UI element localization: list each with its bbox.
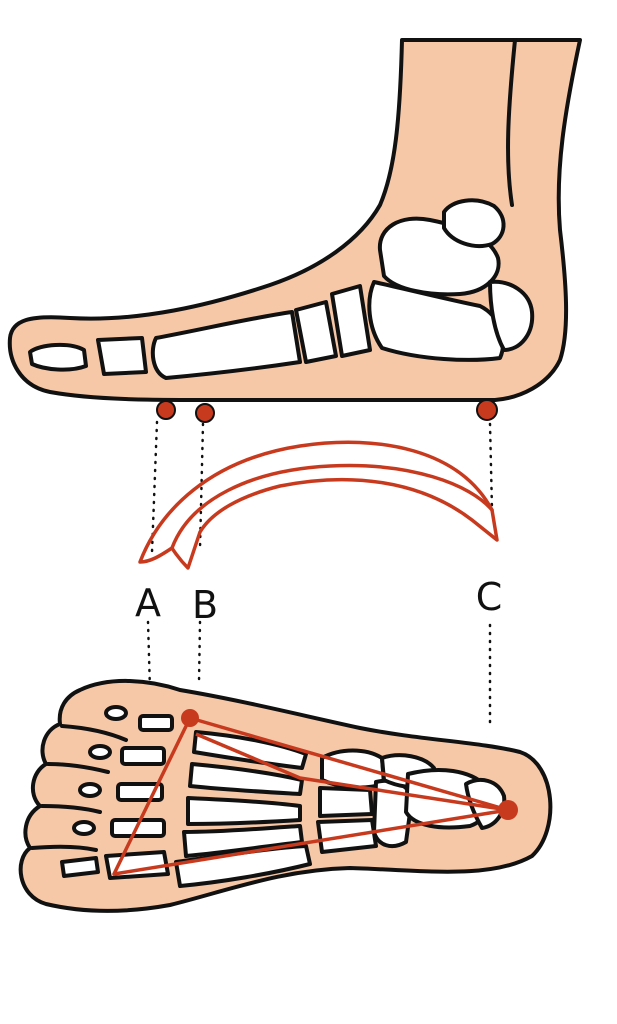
toe-tip-3 — [80, 784, 100, 796]
side-view-foot — [10, 40, 580, 422]
toe-tip-2 — [90, 746, 110, 758]
side-toe-bone-1 — [30, 345, 86, 370]
side-point-a — [157, 401, 175, 419]
phalanx-2 — [122, 748, 164, 764]
label-point-a: A — [135, 581, 161, 625]
side-point-b — [196, 404, 214, 422]
arch-arrow-inner-line — [172, 466, 492, 548]
point-labels: A B C — [135, 575, 502, 627]
label-point-b: B — [192, 583, 218, 627]
side-ankle-bone — [444, 200, 504, 246]
arch-arrow-shape — [140, 442, 497, 568]
connector-b-bottom — [199, 622, 200, 682]
phalanx-1 — [140, 716, 172, 730]
sole-point-c — [498, 800, 518, 820]
toe-tip-1 — [106, 707, 126, 719]
plantar-view-foot — [21, 681, 551, 911]
side-point-c — [477, 400, 497, 420]
side-toe-bone-2 — [98, 338, 146, 374]
toe-tip-5 — [62, 858, 98, 876]
arch-arrow — [140, 442, 497, 568]
label-point-c: C — [476, 575, 503, 619]
tarsal-bone-2 — [320, 788, 372, 816]
toe-tip-4 — [74, 822, 94, 834]
sole-point-a — [181, 709, 199, 727]
connector-a-bottom — [148, 622, 150, 690]
connector-c-top — [490, 424, 492, 510]
